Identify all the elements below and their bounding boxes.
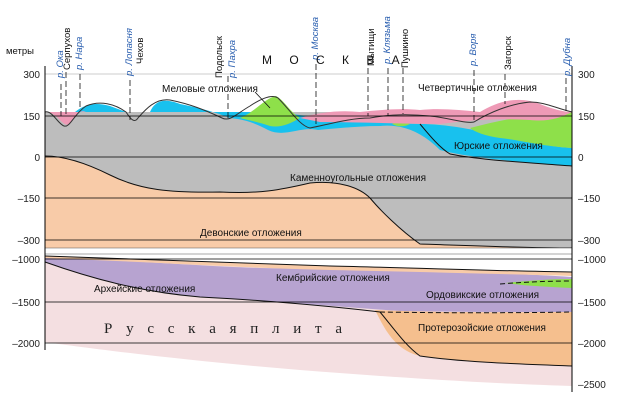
jurassic-layer (75, 100, 572, 166)
cretaceous-layer (240, 96, 300, 127)
ordovician-green-band (505, 279, 572, 288)
right-tick: –1000 (578, 255, 606, 266)
right-tick: 150 (578, 112, 595, 123)
label-cretaceous: Меловые отложения (162, 84, 258, 95)
left-tick: –150 (18, 194, 41, 205)
right-tick: –2000 (578, 339, 606, 350)
devonian-layer (45, 156, 572, 254)
left-scale: 300 150 0 –150 –300 –1000 –1500 –2000 (12, 70, 40, 350)
right-tick: 0 (578, 153, 584, 164)
proterozoic-dashed-top (379, 311, 573, 314)
label-ordovician: Ордовикские отложения (426, 290, 539, 301)
units-label: метры (6, 46, 34, 57)
river-label-lopasnya: р. Лопасня (124, 28, 135, 77)
left-tick: –1000 (12, 255, 40, 266)
ordovician-dashed-top (499, 280, 573, 285)
river-label-nara: р. Нара (74, 37, 85, 71)
place-label-pushkino: Пушкино (400, 29, 411, 68)
lower-block-top-line (44, 255, 573, 273)
label-carboniferous: Каменноугольные отложения (290, 173, 426, 184)
river-label-pakhra: р. Пахра (227, 40, 238, 79)
location-markers (60, 64, 567, 124)
left-tick: –1500 (12, 298, 40, 309)
river-label-vorya: р. Воря (468, 34, 479, 67)
label-jurassic: Юрские отложения (454, 141, 543, 152)
label-russian-plate: Р у с с к а я п л и т а (104, 321, 347, 337)
river-label-oka: р. Ока (55, 50, 66, 79)
label-devonian: Девонские отложения (200, 228, 302, 239)
left-tick: 0 (34, 153, 40, 164)
label-archean: Архейские отложения (94, 284, 195, 295)
right-tick: –300 (578, 236, 601, 247)
place-label-chekhov: Чехов (135, 38, 146, 64)
scale-break (45, 248, 572, 254)
left-tick: –300 (18, 236, 41, 247)
top-labels: р. Ока Серпухов р. Нара р. Лопасня Чехов… (55, 16, 573, 79)
city-label-moscow: М О С К В А (262, 53, 407, 67)
right-tick: –150 (578, 194, 601, 205)
river-label-dubna: р. Дубна (562, 38, 573, 77)
place-label-serpukhov: Серпухов (62, 28, 73, 70)
left-tick: 150 (23, 112, 40, 123)
quaternary-layer (45, 111, 86, 125)
cretaceous-east-layer (470, 112, 572, 148)
label-proterozoic: Протерозойские отложения (418, 323, 546, 334)
right-tick: 300 (578, 70, 595, 81)
upper-surface-line (44, 95, 573, 129)
label-quaternary: Четвертичные отложения (418, 83, 537, 94)
place-label-podolsk: Подольск (214, 35, 225, 78)
left-tick: 300 (23, 70, 40, 81)
cambrian-base-line (44, 261, 573, 367)
ordovician-layer (420, 278, 572, 312)
left-tick: –2000 (12, 339, 40, 350)
jurassic-base-line (419, 123, 573, 167)
devonian-top-line (44, 155, 573, 249)
river-label-klyazma: р. Клязьма (382, 16, 393, 65)
place-label-mytishchi: Мытищи (366, 28, 377, 66)
cretaceous-leader-line (254, 91, 271, 109)
right-tick: –2500 (578, 380, 606, 391)
right-tick: –1500 (578, 298, 606, 309)
label-cambrian: Кембрийские отложения (276, 272, 390, 284)
right-scale: 300 150 0 –150 –300 –1000 –1500 –2000 –2… (578, 70, 606, 391)
reference-lines (45, 73, 572, 344)
place-label-zagorsk: Загорск (503, 35, 514, 70)
proterozoic-layer (375, 310, 572, 366)
lower-devonian-band (45, 256, 572, 276)
river-label-moskva: р. Москва (310, 17, 321, 61)
